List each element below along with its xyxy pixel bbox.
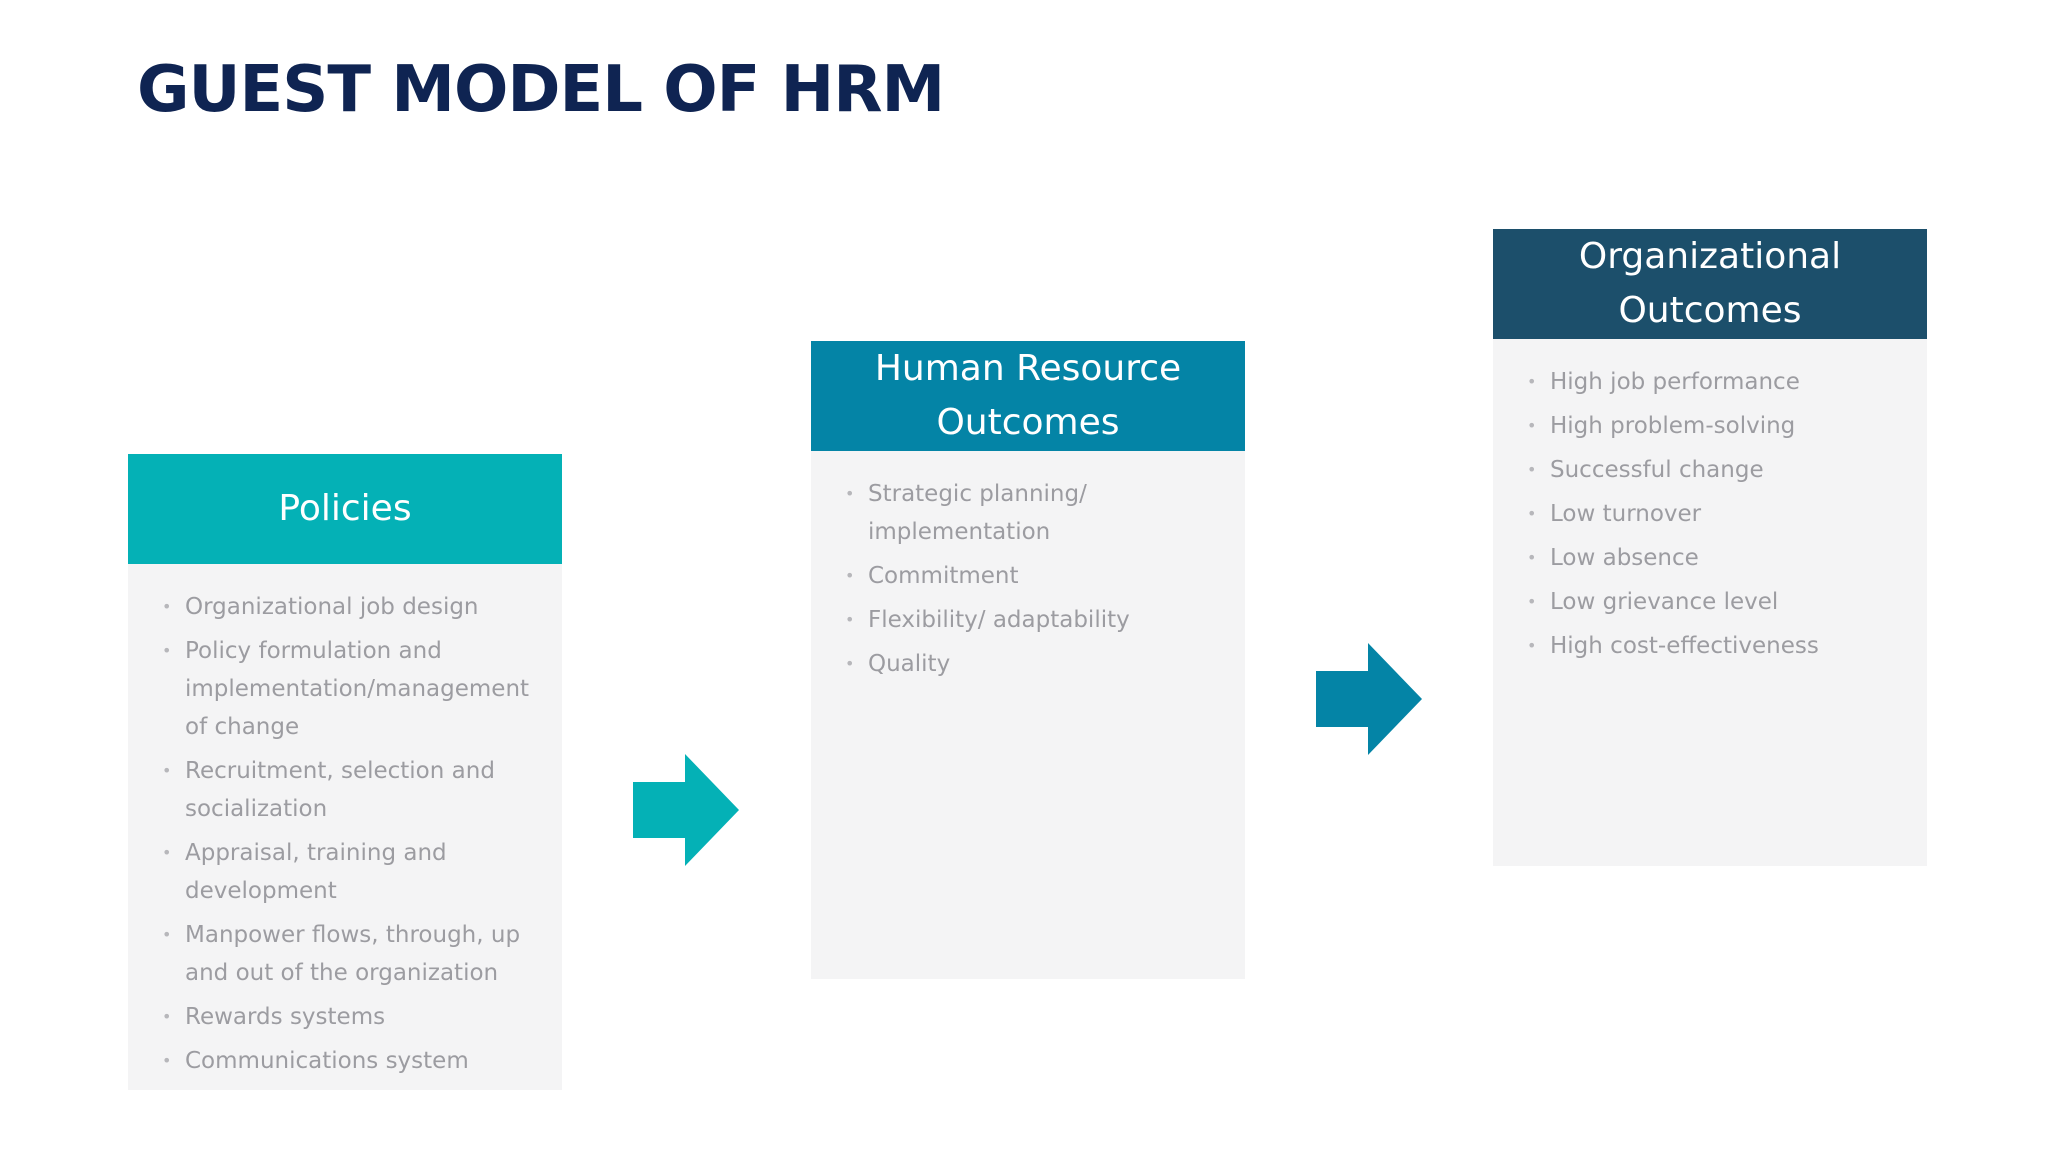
bullet-icon: • <box>845 654 855 673</box>
list-item: • Strategic planning/ implementation <box>845 475 1211 551</box>
bullet-icon: • <box>162 925 172 944</box>
bullet-icon: • <box>162 843 172 862</box>
list-item: • Successful change <box>1527 451 1893 489</box>
list-item: • Policy formulation and implementation/m… <box>162 632 530 746</box>
arrow-shape <box>1316 643 1422 755</box>
list-item: • Flexibility/ adaptability <box>845 601 1211 639</box>
bullet-icon: • <box>162 1007 172 1026</box>
list-item: • Manpower flows, through, up and out of … <box>162 916 528 992</box>
list-item: • Communications system <box>162 1042 528 1080</box>
list-item-text: Low absence <box>1550 545 1699 571</box>
bullet-icon: • <box>162 761 172 780</box>
bullet-icon: • <box>1527 460 1537 479</box>
org-outcomes-title: Organizational Outcomes <box>1578 236 1842 331</box>
list-item-text: High problem-solving <box>1550 413 1796 439</box>
bullet-icon: • <box>1527 636 1537 655</box>
right-arrow-icon <box>633 754 739 866</box>
bullet-icon: • <box>1527 504 1537 523</box>
list-item-text: High job performance <box>1550 369 1800 395</box>
list-item: • Organizational job design <box>162 588 528 626</box>
slide-title: GUEST MODEL OF HRM <box>137 53 945 127</box>
list-item: • Appraisal, training and development <box>162 834 528 910</box>
list-item-text: Rewards systems <box>185 1004 386 1030</box>
list-item: • High job performance <box>1527 363 1893 401</box>
list-item-text: Communications system <box>185 1048 469 1074</box>
list-item-text: Flexibility/ adaptability <box>868 607 1130 633</box>
policies-header: Policies <box>128 454 562 564</box>
hr-outcomes-header: Human Resource Outcomes <box>811 341 1245 451</box>
bullet-icon: • <box>162 1051 172 1070</box>
list-item-text: Organizational job design <box>185 594 479 620</box>
list-item: • Recruitment, selection and socializatio… <box>162 752 528 828</box>
list-item: • Quality <box>845 645 1211 683</box>
list-item-text: Successful change <box>1550 457 1764 483</box>
list-item: • Low absence <box>1527 539 1893 577</box>
bullet-icon: • <box>162 597 172 616</box>
org-outcomes-header: Organizational Outcomes <box>1493 229 1927 339</box>
list-item: • High cost-effectiveness <box>1527 627 1893 665</box>
list-item-text: Low turnover <box>1550 501 1702 527</box>
list-item-text: Recruitment, selection and socialization <box>185 758 495 822</box>
list-item: • Commitment <box>845 557 1211 595</box>
list-item: • Low grievance level <box>1527 583 1893 621</box>
hr-outcomes-title: Human Resource Outcomes <box>874 348 1182 443</box>
list-item: • High problem-solving <box>1527 407 1893 445</box>
arrow-shape <box>633 754 739 866</box>
policies-panel: Policies • Organizational job design • Pol… <box>128 454 562 1090</box>
bullet-icon: • <box>845 566 855 585</box>
list-item-text: Manpower flows, through, up and out of t… <box>185 922 521 986</box>
right-arrow-icon <box>1316 643 1422 755</box>
list-item-text: Quality <box>868 651 951 677</box>
bullet-icon: • <box>1527 372 1537 391</box>
bullet-icon: • <box>845 610 855 629</box>
policies-title: Policies <box>278 488 412 529</box>
list-item: • Low turnover <box>1527 495 1893 533</box>
hr-outcomes-list: • Strategic planning/ implementation • Com… <box>811 451 1245 683</box>
list-item-text: Low grievance level <box>1550 589 1779 615</box>
bullet-icon: • <box>162 641 172 660</box>
policies-list: • Organizational job design • Policy formu… <box>128 564 562 1080</box>
bullet-icon: • <box>1527 548 1537 567</box>
bullet-icon: • <box>845 484 855 503</box>
org-outcomes-list: • High job performance • High problem-solv… <box>1493 339 1927 665</box>
org-outcomes-panel: Organizational Outcomes • High job perfor… <box>1493 229 1927 866</box>
list-item-text: High cost-effectiveness <box>1550 633 1819 659</box>
bullet-icon: • <box>1527 592 1537 611</box>
list-item-text: Strategic planning/ implementation <box>868 481 1087 545</box>
list-item-text: Policy formulation and implementation/ma… <box>185 638 530 740</box>
bullet-icon: • <box>1527 416 1537 435</box>
list-item-text: Appraisal, training and development <box>185 840 447 904</box>
hr-outcomes-panel: Human Resource Outcomes • Strategic plann… <box>811 341 1245 979</box>
list-item: • Rewards systems <box>162 998 528 1036</box>
list-item-text: Commitment <box>868 563 1019 589</box>
